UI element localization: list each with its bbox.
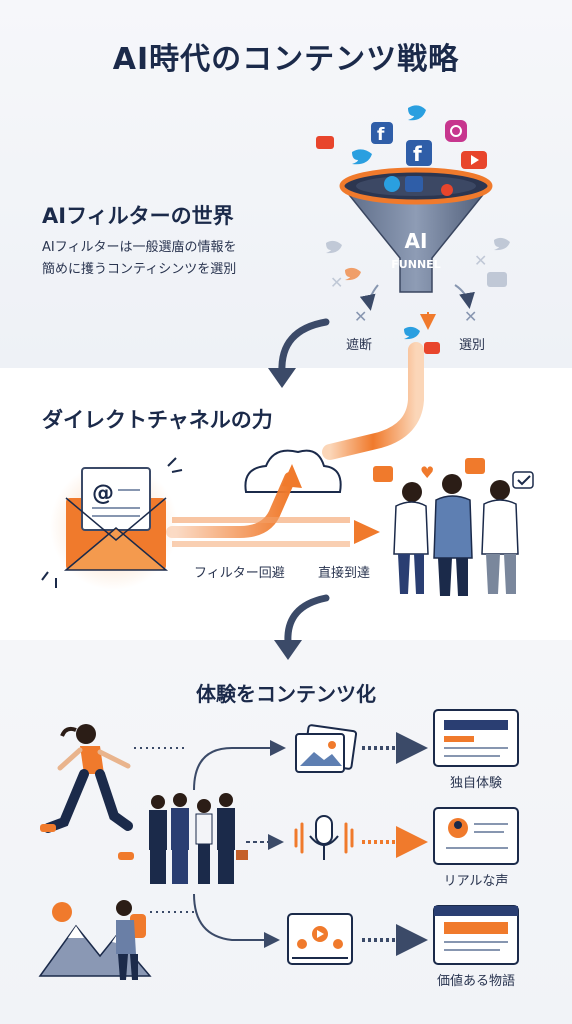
flow-arrow-1 [278, 318, 330, 376]
svg-text:@: @ [92, 481, 114, 506]
blocked-icons: ✕ ✕ [326, 237, 510, 292]
photo-icon [295, 724, 358, 773]
svg-text:✕: ✕ [474, 251, 487, 270]
direct-beam-head [354, 520, 380, 544]
youtube-icon [461, 151, 487, 169]
article-card-icon [433, 709, 519, 767]
twitter-icon [345, 267, 361, 281]
audience-group: ♥ [373, 458, 534, 596]
svg-text:f: f [377, 125, 385, 145]
bypass-beam-head [282, 464, 302, 488]
direct-label: 直接到達 [318, 566, 371, 581]
blocked-arrow [359, 284, 379, 311]
section1-desc-line2: 簡めに擭うコンティシンツを選別 [42, 262, 237, 277]
flow-arrow-2 [284, 594, 330, 646]
sparkle-lines [41, 457, 183, 588]
funnel-label-funnel: FUNNEL [391, 258, 440, 271]
flow-arrow-2-head [274, 640, 302, 660]
blocked-label: 遮断 [346, 338, 373, 353]
connector-to-photo [193, 740, 286, 791]
ai-funnel [339, 167, 493, 293]
twitter-icon [352, 149, 372, 165]
output-label-real-voice: リアルな声 [443, 874, 509, 889]
connector-to-video [193, 893, 280, 948]
section1-heading: AIフィルターの世界 [42, 204, 234, 228]
story-page-icon [433, 905, 519, 965]
twitter-icon [404, 326, 420, 340]
youtube-icon [316, 136, 334, 149]
business-people [149, 793, 248, 884]
hiker-landscape [38, 900, 152, 980]
flow-arrow-1-head [268, 368, 296, 388]
bypass-label: フィルター回避 [194, 566, 285, 581]
testimonial-card-icon [433, 807, 519, 865]
selected-label: 選別 [459, 338, 486, 353]
video-icon [287, 913, 353, 965]
facebook-icon: f [406, 140, 432, 166]
svg-text:♥: ♥ [420, 463, 434, 482]
facebook-icon: f [371, 122, 393, 145]
output-label-unique-experience: 独自体験 [449, 776, 502, 791]
page-title: AI時代のコンテンツ戦略 [112, 42, 460, 77]
blocked-x-icon: ✕ [354, 307, 367, 326]
microphone-icon [294, 815, 354, 860]
section2-heading: ダイレクトチャネルの力 [42, 408, 273, 432]
svg-text:✕: ✕ [330, 273, 343, 292]
output-label-valuable-story: 価値ある物語 [436, 974, 515, 989]
youtube-icon [424, 342, 440, 354]
funnel-label-ai: AI [405, 229, 428, 253]
section1-desc-line1: AIフィルターは一般選庿の情報を [42, 240, 237, 255]
email-envelope-icon: @ [63, 467, 169, 571]
runner-figure [40, 724, 134, 860]
svg-text:f: f [413, 142, 422, 166]
twitter-icon [408, 105, 426, 121]
selected-arrow [454, 284, 475, 309]
section3-heading: 体験をコンテンツ化 [196, 682, 376, 706]
selected-x-icon: ✕ [464, 307, 477, 326]
instagram-icon [445, 120, 467, 142]
direct-channel-stream [322, 342, 424, 460]
